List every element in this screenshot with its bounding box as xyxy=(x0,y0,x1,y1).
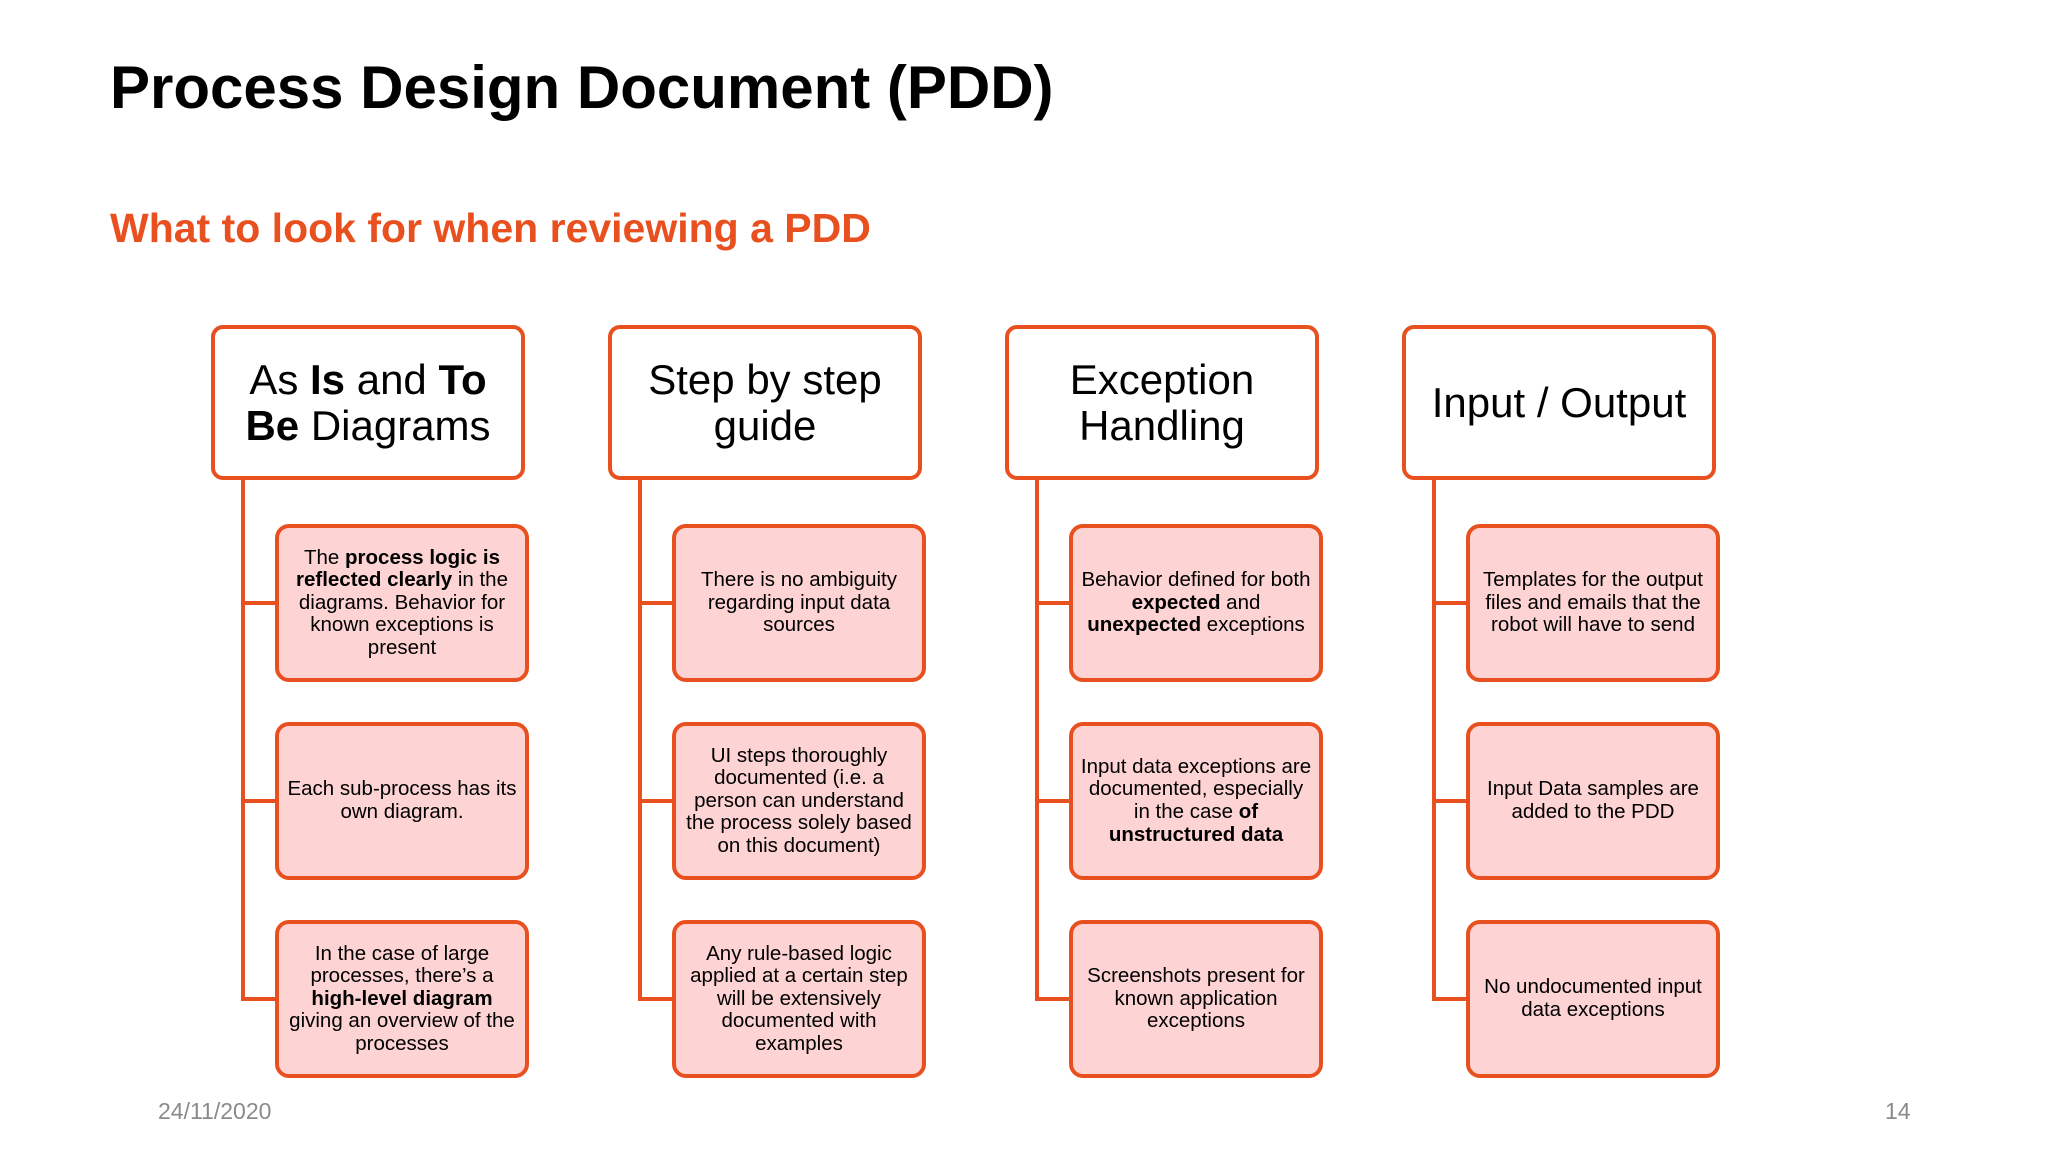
page-subtitle: What to look for when reviewing a PDD xyxy=(110,205,871,251)
criteria-box: No undocumented input data exceptions xyxy=(1466,920,1720,1078)
criteria-box: In the case of large processes, there’s … xyxy=(275,920,529,1078)
column-heading-text: Exception Handling xyxy=(1069,356,1255,449)
criteria-box: Input Data samples are added to the PDD xyxy=(1466,722,1720,880)
column-heading-2: Step by step guide xyxy=(608,325,922,480)
page-title: Process Design Document (PDD) xyxy=(110,54,1054,121)
criteria-text: In the case of large processes, there’s … xyxy=(289,941,515,1055)
criteria-text: Input Data samples are added to the PDD xyxy=(1487,777,1699,823)
criteria-text: Any rule-based logic applied at a certai… xyxy=(690,941,908,1055)
criteria-box: Behavior defined for both expected and u… xyxy=(1069,524,1323,682)
column-heading-text: Input / Output xyxy=(1431,378,1687,426)
criteria-box: Screenshots present for known applicatio… xyxy=(1069,920,1323,1078)
criteria-text: Input data exceptions are documented, es… xyxy=(1080,754,1312,846)
column-heading-1: As Is and To Be Diagrams xyxy=(211,325,525,480)
criteria-text: No undocumented input data exceptions xyxy=(1484,975,1702,1021)
criteria-text: Templates for the output files and email… xyxy=(1483,568,1703,637)
criteria-box: The process logic is reflected clearly i… xyxy=(275,524,529,682)
column-heading-4: Input / Output xyxy=(1402,325,1716,480)
criteria-box: Templates for the output files and email… xyxy=(1466,524,1720,682)
criteria-text: UI steps thoroughly documented (i.e. a p… xyxy=(686,743,912,857)
criteria-box: UI steps thoroughly documented (i.e. a p… xyxy=(672,722,926,880)
criteria-text: Each sub-process has its own diagram. xyxy=(287,777,517,823)
column-heading-text: Step by step guide xyxy=(648,356,882,449)
column-heading-3: Exception Handling xyxy=(1005,325,1319,480)
column-heading-text: As Is and To Be Diagrams xyxy=(245,356,491,449)
footer-date: 24/11/2020 xyxy=(158,1098,272,1124)
criteria-box: There is no ambiguity regarding input da… xyxy=(672,524,926,682)
criteria-text: Behavior defined for both expected and u… xyxy=(1081,568,1311,637)
criteria-text: Screenshots present for known applicatio… xyxy=(1087,964,1305,1033)
criteria-text: There is no ambiguity regarding input da… xyxy=(701,568,897,637)
page-number: 14 xyxy=(1885,1098,1911,1124)
criteria-box: Any rule-based logic applied at a certai… xyxy=(672,920,926,1078)
criteria-box: Each sub-process has its own diagram. xyxy=(275,722,529,880)
criteria-text: The process logic is reflected clearly i… xyxy=(296,545,508,659)
criteria-box: Input data exceptions are documented, es… xyxy=(1069,722,1323,880)
